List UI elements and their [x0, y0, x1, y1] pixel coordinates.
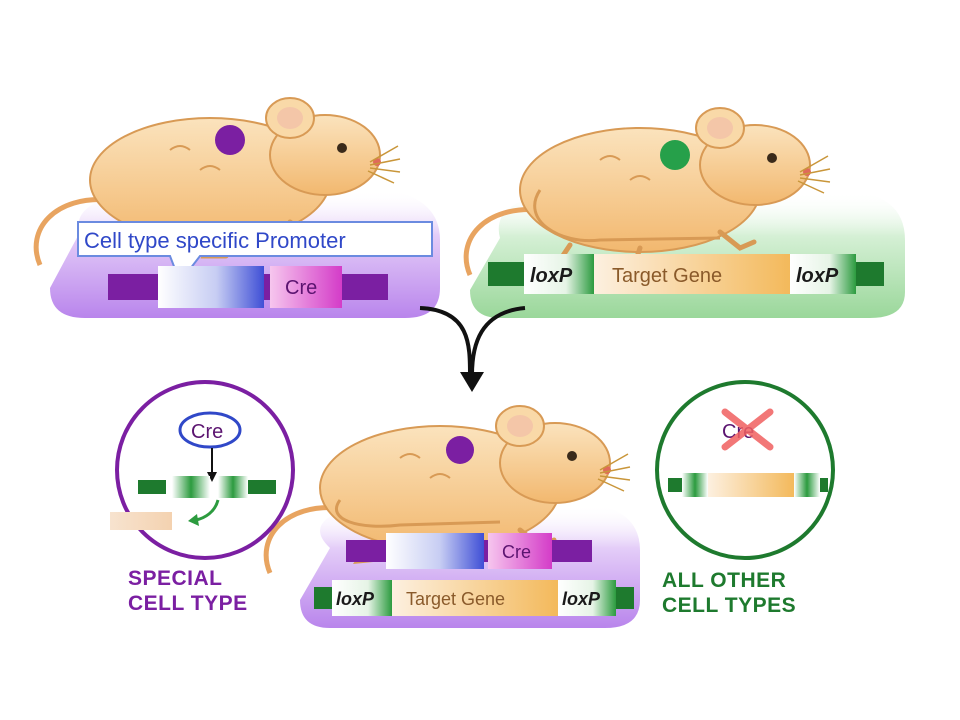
special-cell-circle [115, 380, 295, 560]
other-label-line2: CELL TYPES [662, 594, 797, 617]
offspring-cell-marker [446, 436, 474, 464]
floxed-allele: loxP Target Gene loxP [488, 254, 884, 294]
recombined-allele [138, 476, 276, 498]
other-cells-circle [655, 380, 835, 560]
cre-segment-label: Cre [285, 277, 317, 299]
special-label-line1: SPECIAL [128, 567, 223, 590]
cre-segment [270, 266, 342, 308]
loxp-left-label: loxP [530, 265, 573, 287]
other-cell-types-label: ALL OTHER CELL TYPES [662, 568, 862, 618]
offspring-target-gene-label: Target Gene [406, 589, 505, 609]
target-gene-label: Target Gene [612, 265, 722, 287]
cross-icon [721, 408, 774, 451]
other-label-line1: ALL OTHER [662, 569, 787, 592]
special-cre-label: Cre [191, 421, 223, 443]
flox-mouse-cell-marker [660, 140, 690, 170]
offspring-loxp-right-label: loxP [562, 589, 601, 609]
offspring-loxp-left-label: loxP [336, 589, 375, 609]
special-cell-type-label: SPECIAL CELL TYPE [128, 566, 308, 616]
target-gene-segment [594, 254, 790, 294]
cross-arrow [419, 306, 526, 376]
offspring-cre-label: Cre [502, 542, 531, 562]
excised-fragment-arrow [195, 499, 220, 522]
excised-target-fragment [110, 512, 172, 530]
promoter-callout-text: Cell type specific Promoter [84, 228, 346, 253]
special-label-line2: CELL TYPE [128, 592, 248, 615]
cross-arrow-head [460, 372, 484, 392]
offspring-floxed-allele: loxP Target Gene loxP [314, 580, 634, 616]
cre-mouse-cell-marker [215, 125, 245, 155]
loxp-right-label: loxP [796, 265, 839, 287]
intact-allele [668, 473, 828, 497]
cre-transgene: Cre [108, 266, 388, 308]
cre-enzyme-icon [178, 411, 242, 449]
offspring-cre-transgene: Cre [346, 533, 592, 569]
